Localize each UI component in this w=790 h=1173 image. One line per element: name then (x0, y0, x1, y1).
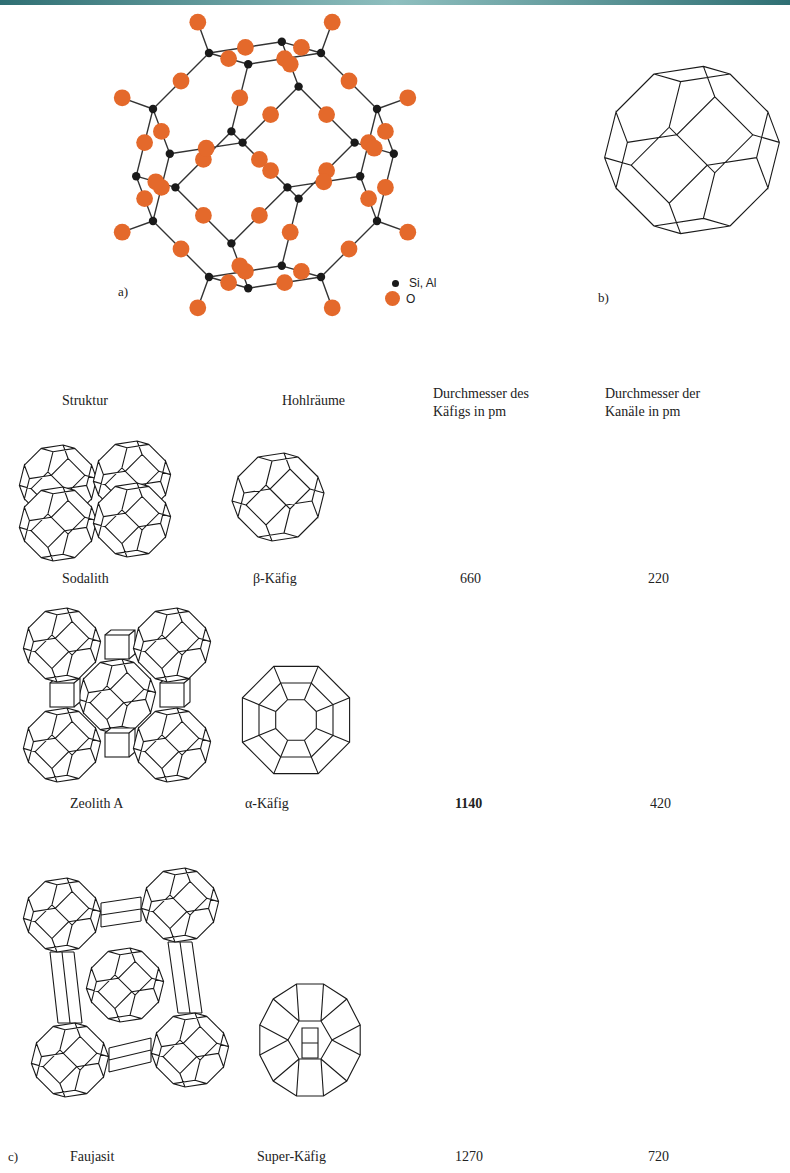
legend-text: Si, Al (409, 276, 436, 290)
cage-diameter: 1140 (455, 795, 482, 813)
channel-diameter: 220 (648, 570, 669, 588)
legend-row: Si, Al (388, 276, 436, 290)
structure-name: Zeolith A (70, 795, 123, 813)
legend-swatch (385, 291, 400, 306)
cage-diameter: 1270 (455, 1148, 483, 1166)
legend-text: O (406, 292, 415, 306)
cage-name: Super-Käfig (257, 1148, 326, 1166)
column-header: Hohlräume (282, 392, 345, 410)
atom-model (114, 14, 416, 316)
top-band (0, 0, 790, 5)
sodalite-structure (19, 441, 170, 561)
cage-name: β-Käfig (253, 570, 297, 588)
silicon-atoms (132, 38, 398, 293)
column-header: Durchmesser der Kanäle in pm (605, 385, 723, 421)
cage-name: α-Käfig (245, 795, 289, 813)
zeolite-a-structure (23, 608, 210, 782)
channel-diameter: 420 (650, 795, 671, 813)
truncated-octahedron (605, 66, 780, 233)
legend-swatch (392, 280, 399, 287)
faujasite-structure (23, 868, 228, 1097)
panel-letter: c) (8, 1148, 18, 1166)
oxygen-atoms (114, 14, 416, 316)
structure-name: Sodalith (62, 570, 109, 588)
structure-name: Faujasit (70, 1148, 114, 1166)
super-cage (260, 984, 360, 1096)
panel-letter: b) (598, 289, 609, 307)
panel-letter: a) (118, 283, 128, 301)
column-header: Durchmesser des Käfigs in pm (433, 385, 551, 421)
legend-row: O (385, 291, 415, 306)
beta-cage (232, 453, 324, 541)
channel-diameter: 720 (648, 1148, 669, 1166)
cage-diameter: 660 (460, 570, 481, 588)
alpha-cage (242, 666, 349, 773)
column-header: Struktur (62, 392, 108, 410)
